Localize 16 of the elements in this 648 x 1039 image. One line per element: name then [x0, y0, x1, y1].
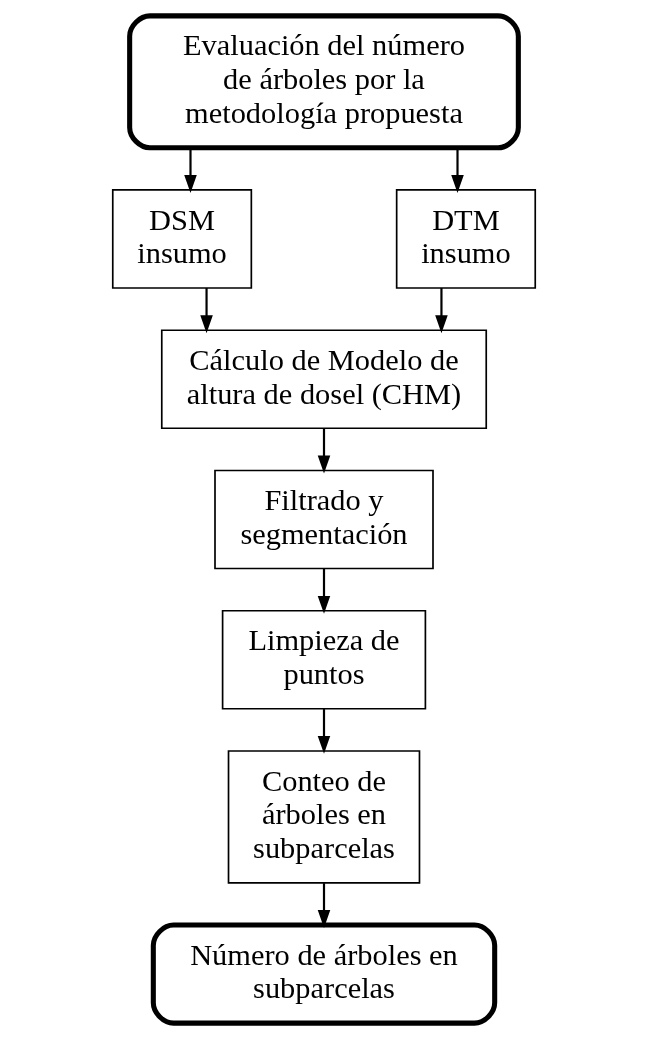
arrow [317, 428, 331, 474]
arrow [184, 148, 197, 193]
node-box: Filtrado y segmentación [214, 469, 434, 570]
node-box: Cálculo de Modelo de altura de dosel (CHM) [160, 329, 488, 430]
node-box: DSM insumo [111, 189, 253, 289]
arrow [317, 883, 331, 929]
node-box: Número de árboles en subparcelas [150, 922, 498, 1026]
arrow [317, 568, 331, 614]
node-box: Limpieza de puntos [221, 609, 427, 710]
node-box: Conteo de árboles en subparcelas [227, 750, 421, 884]
arrow [200, 288, 213, 334]
node-box: DTM insumo [395, 189, 537, 289]
arrow [451, 148, 464, 193]
arrow [317, 709, 331, 754]
node-box: Evaluación del número de árboles por la metodología propuesta [127, 13, 521, 151]
arrow [435, 288, 448, 334]
